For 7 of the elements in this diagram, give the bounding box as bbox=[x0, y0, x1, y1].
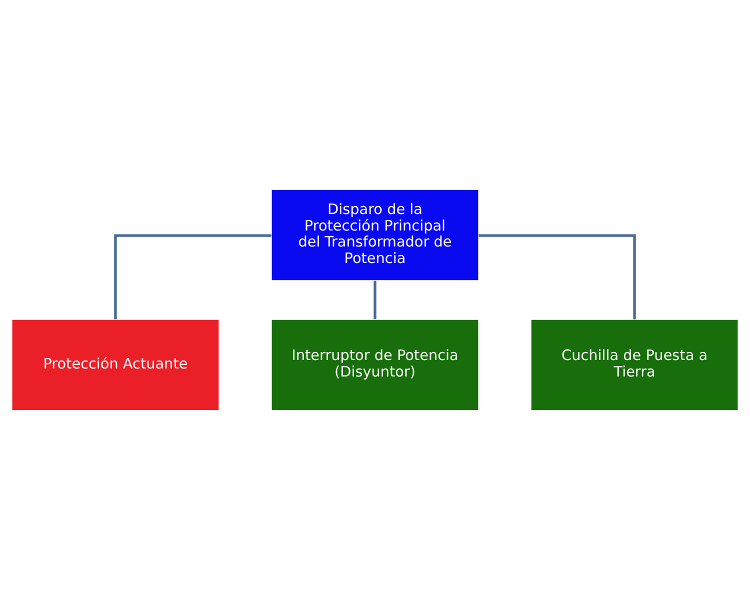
node-box: Protección Actuante bbox=[11, 318, 220, 410]
node-box: Disparo de la Protección Principal del Transformador de Potencia bbox=[270, 188, 480, 281]
connector bbox=[478, 234, 636, 319]
node-box: Interruptor de Potencia (Disyuntor) bbox=[270, 318, 480, 410]
connector bbox=[114, 234, 272, 319]
node-box: Cuchilla de Puesta a Tierra bbox=[530, 318, 739, 410]
connector bbox=[374, 280, 376, 319]
